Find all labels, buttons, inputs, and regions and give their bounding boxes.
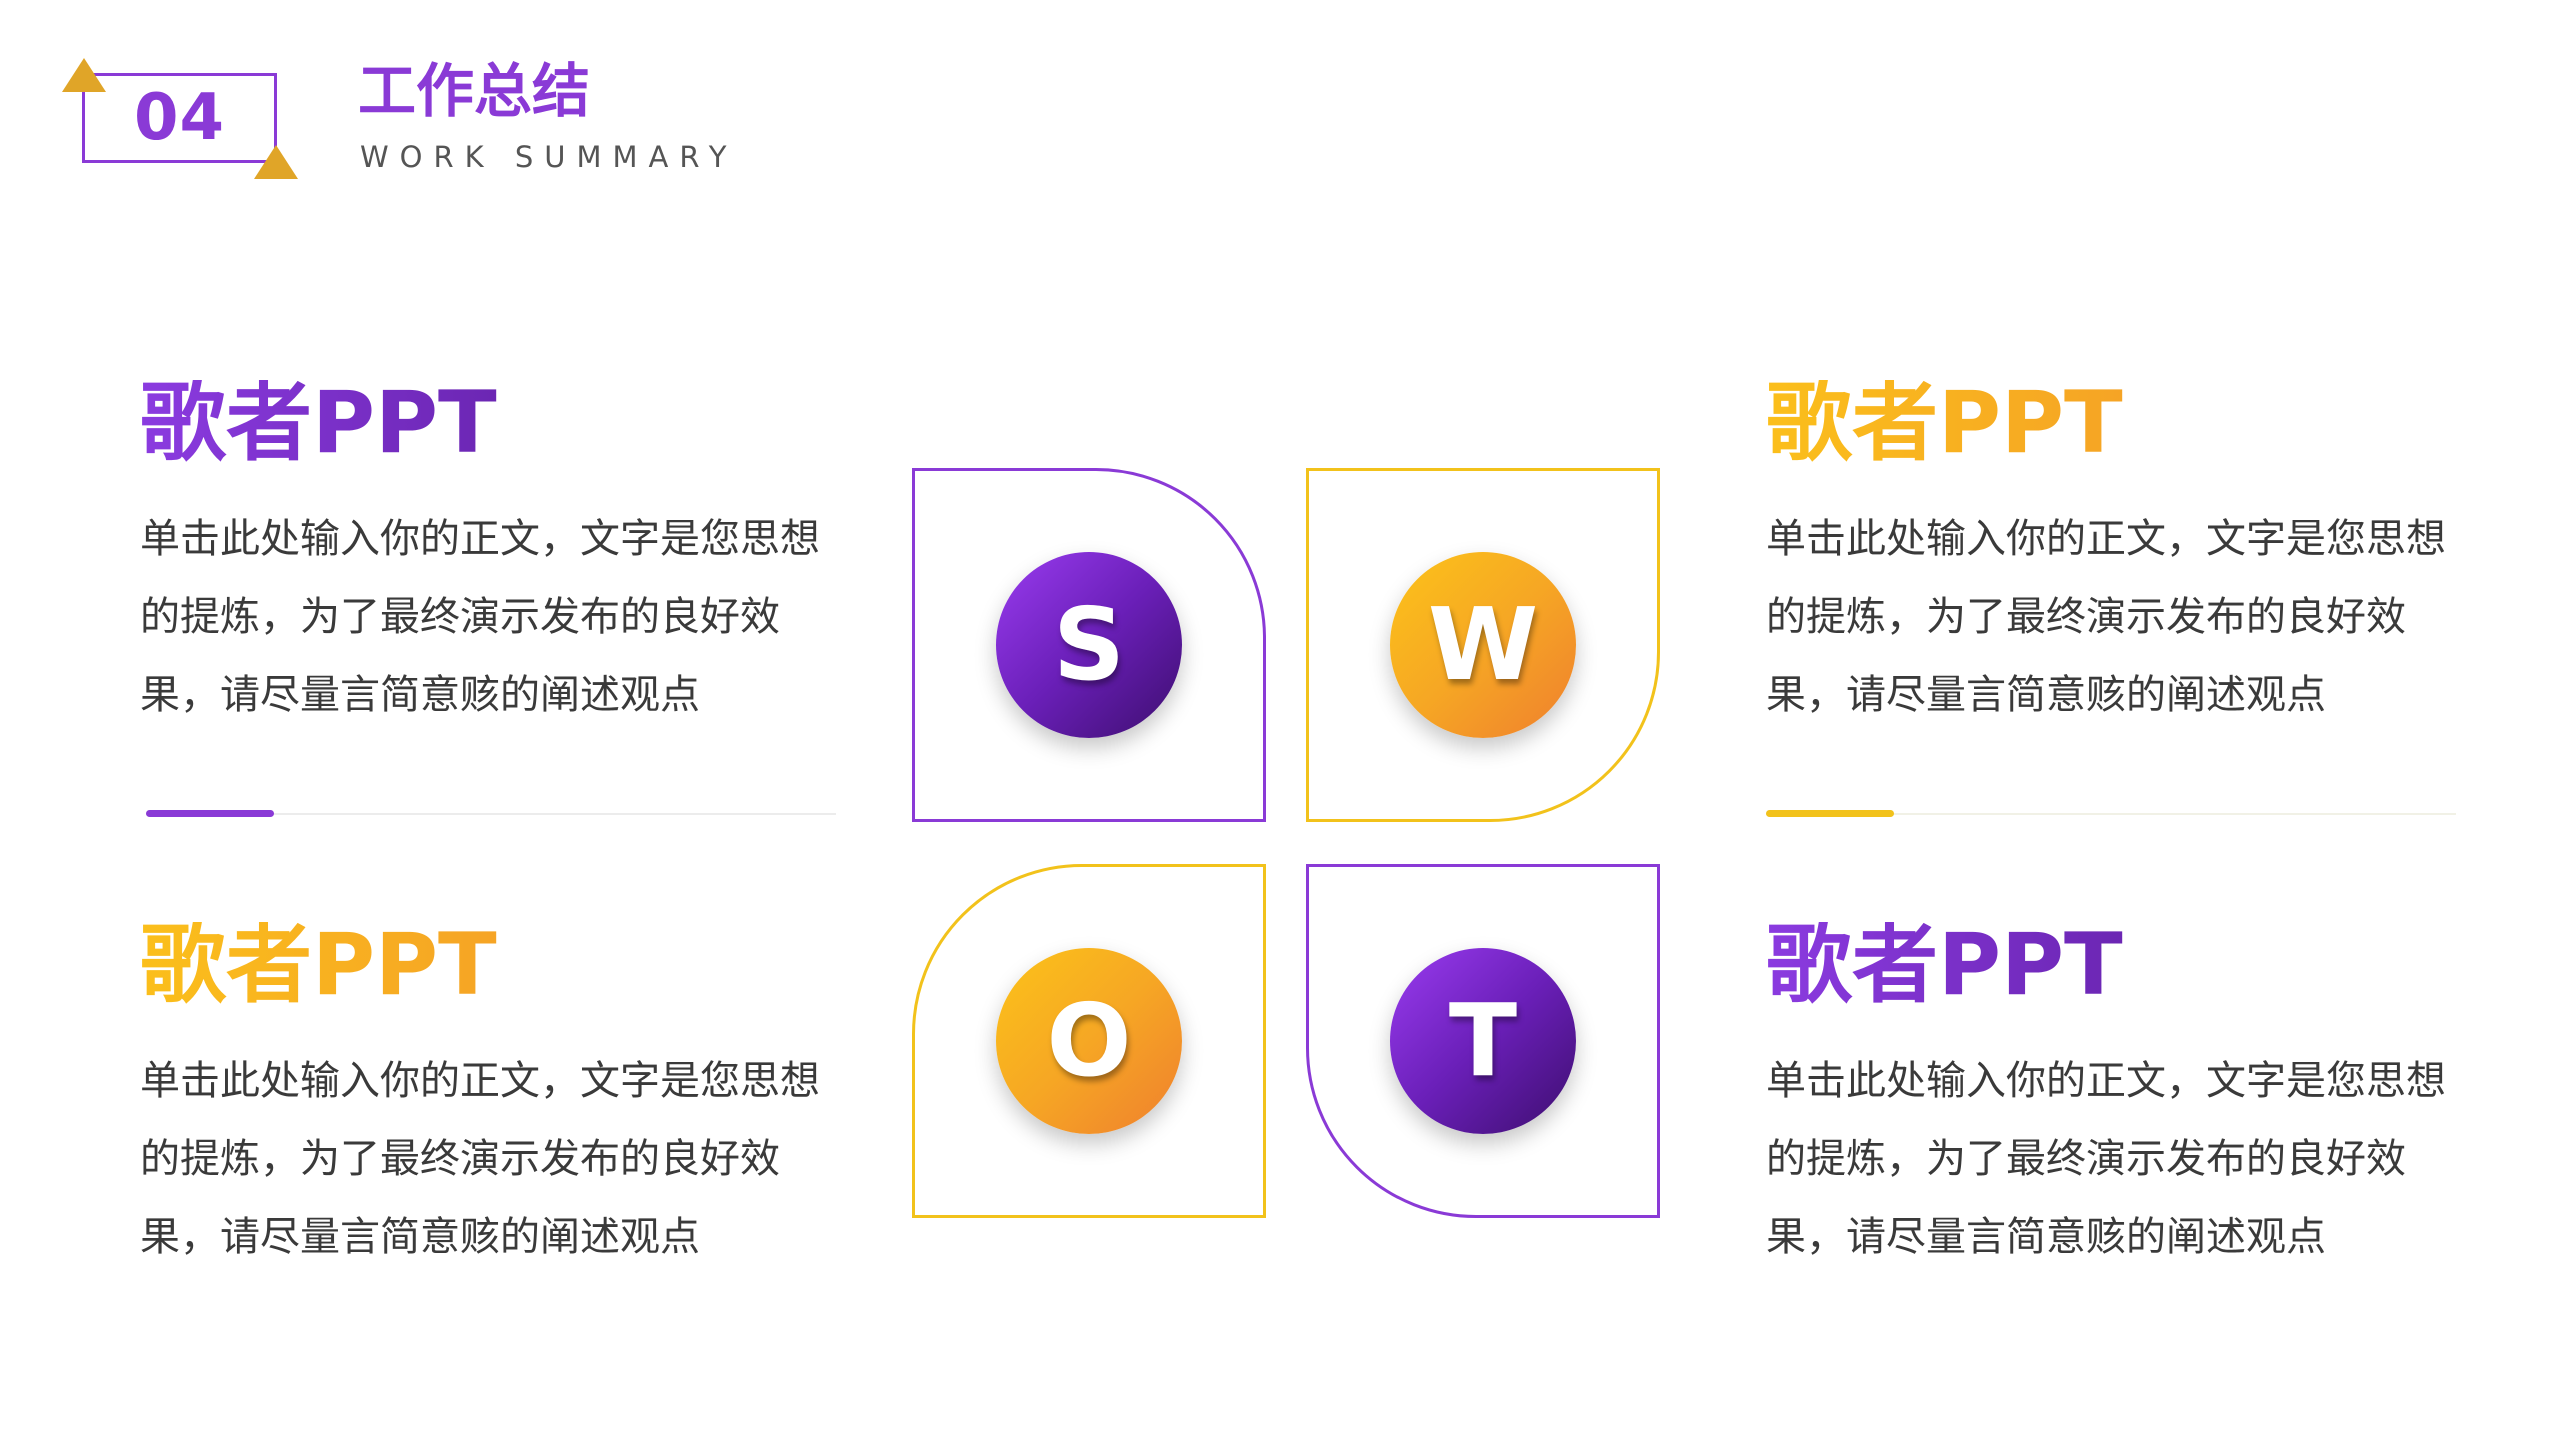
divider-line: [1766, 813, 2456, 815]
swot-letter-s: S: [1052, 586, 1126, 703]
section-subtitle: WORK SUMMARY: [360, 140, 738, 174]
divider-line: [146, 813, 836, 815]
text-block-bottom-left: 歌者PPT 单击此处输入你的正文，文字是您思想的提炼，为了最终演示发布的良好效果…: [140, 922, 840, 1276]
corner-triangle-bottom-right-icon: [254, 145, 298, 179]
corner-triangle-top-left-icon: [62, 58, 106, 92]
block-body: 单击此处输入你的正文，文字是您思想的提炼，为了最终演示发布的良好效果，请尽量言简…: [140, 516, 820, 718]
swot-circle-t: T: [1390, 948, 1576, 1134]
swot-circle-s: S: [996, 552, 1182, 738]
text-block-bottom-right: 歌者PPT 单击此处输入你的正文，文字是您思想的提炼，为了最终演示发布的良好效果…: [1766, 922, 2466, 1276]
block-title: 歌者PPT: [1766, 380, 2466, 466]
block-title: 歌者PPT: [140, 380, 840, 466]
divider-accent-purple: [146, 810, 274, 817]
block-title: 歌者PPT: [140, 922, 840, 1008]
block-body: 单击此处输入你的正文，文字是您思想的提炼，为了最终演示发布的良好效果，请尽量言简…: [140, 1058, 820, 1260]
text-block-top-left: 歌者PPT 单击此处输入你的正文，文字是您思想的提炼，为了最终演示发布的良好效果…: [140, 380, 840, 734]
section-title: 工作总结: [358, 57, 591, 125]
block-title: 歌者PPT: [1766, 922, 2466, 1008]
divider-accent-yellow: [1766, 810, 1894, 817]
text-block-top-right: 歌者PPT 单击此处输入你的正文，文字是您思想的提炼，为了最终演示发布的良好效果…: [1766, 380, 2466, 734]
section-number-box: 04: [82, 73, 277, 163]
swot-tile-o: O: [912, 864, 1266, 1218]
swot-tile-s: S: [912, 468, 1266, 822]
swot-letter-o: O: [1046, 982, 1132, 1099]
swot-tile-w: W: [1306, 468, 1660, 822]
swot-circle-w: W: [1390, 552, 1576, 738]
section-number: 04: [133, 81, 226, 155]
block-body: 单击此处输入你的正文，文字是您思想的提炼，为了最终演示发布的良好效果，请尽量言简…: [1766, 1058, 2446, 1260]
swot-letter-w: W: [1427, 586, 1539, 703]
swot-letter-t: T: [1448, 982, 1518, 1099]
block-body: 单击此处输入你的正文，文字是您思想的提炼，为了最终演示发布的良好效果，请尽量言简…: [1766, 516, 2446, 718]
swot-tile-t: T: [1306, 864, 1660, 1218]
swot-circle-o: O: [996, 948, 1182, 1134]
